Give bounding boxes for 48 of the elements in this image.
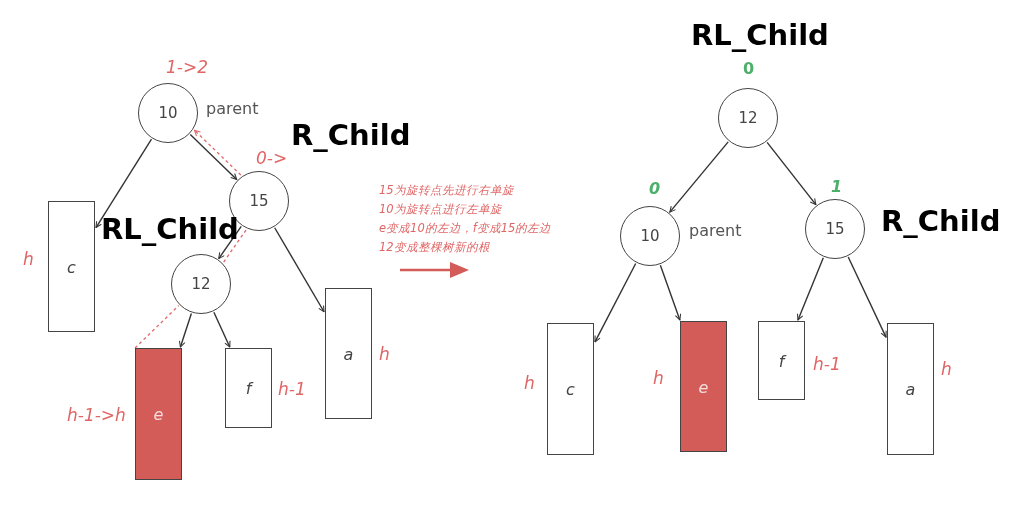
balance-factor: 0-> [256,150,288,167]
node-value: 10 [639,227,661,245]
subtree-name: f [777,351,788,370]
note-text: e变成10的左边，f变成15的左边 [379,223,552,235]
note-text: 15为旋转点先进行右单旋 [379,185,514,197]
height-label: h-1->h [67,407,126,424]
subtree-name: c [565,379,576,399]
node-role-label: parent [689,223,742,239]
arrow [218,225,242,260]
subtree-name: a [904,379,917,399]
arrow [95,138,153,229]
height-label: h [524,375,535,392]
subtree-name: e [152,404,165,424]
arrow [669,141,729,213]
arrow [659,264,682,321]
node-role-label: RL_Child [691,21,829,50]
arrow [594,262,637,343]
node-role-label: parent [206,101,259,117]
node-value: 10 [157,104,179,122]
arrow [766,141,817,206]
node-value: 15 [824,220,846,238]
node-role-label: RL_Child [101,215,239,244]
arrow [796,257,825,321]
arrow [274,227,325,313]
subtree-name: f [244,378,255,398]
balance-factor: 0 [743,61,755,77]
node-role-label: R_Child [291,121,411,150]
height-label: h [653,370,664,387]
height-label: h [23,251,34,268]
balance-factor: 1 [831,179,843,195]
node-value: 12 [190,275,212,293]
arrow [847,256,887,338]
subtree-name: e [697,377,710,396]
height-label: h-1 [813,356,841,373]
arrow [178,312,193,348]
node-value: 15 [248,192,270,210]
height-label: h-1 [278,381,306,398]
note-text: 12变成整棵树新的根 [379,242,490,254]
arrow [213,311,231,348]
height-label: h [941,361,952,378]
node-role-label: R_Child [881,207,1001,236]
balance-factor: 1->2 [166,59,208,76]
balance-factor: 0 [649,181,661,197]
subtree-name: a [342,344,355,363]
node-value: 12 [737,109,759,127]
note-text: 10为旋转点进行左单旋 [379,204,502,216]
height-label: h [379,346,390,363]
subtree-name: c [66,257,77,276]
